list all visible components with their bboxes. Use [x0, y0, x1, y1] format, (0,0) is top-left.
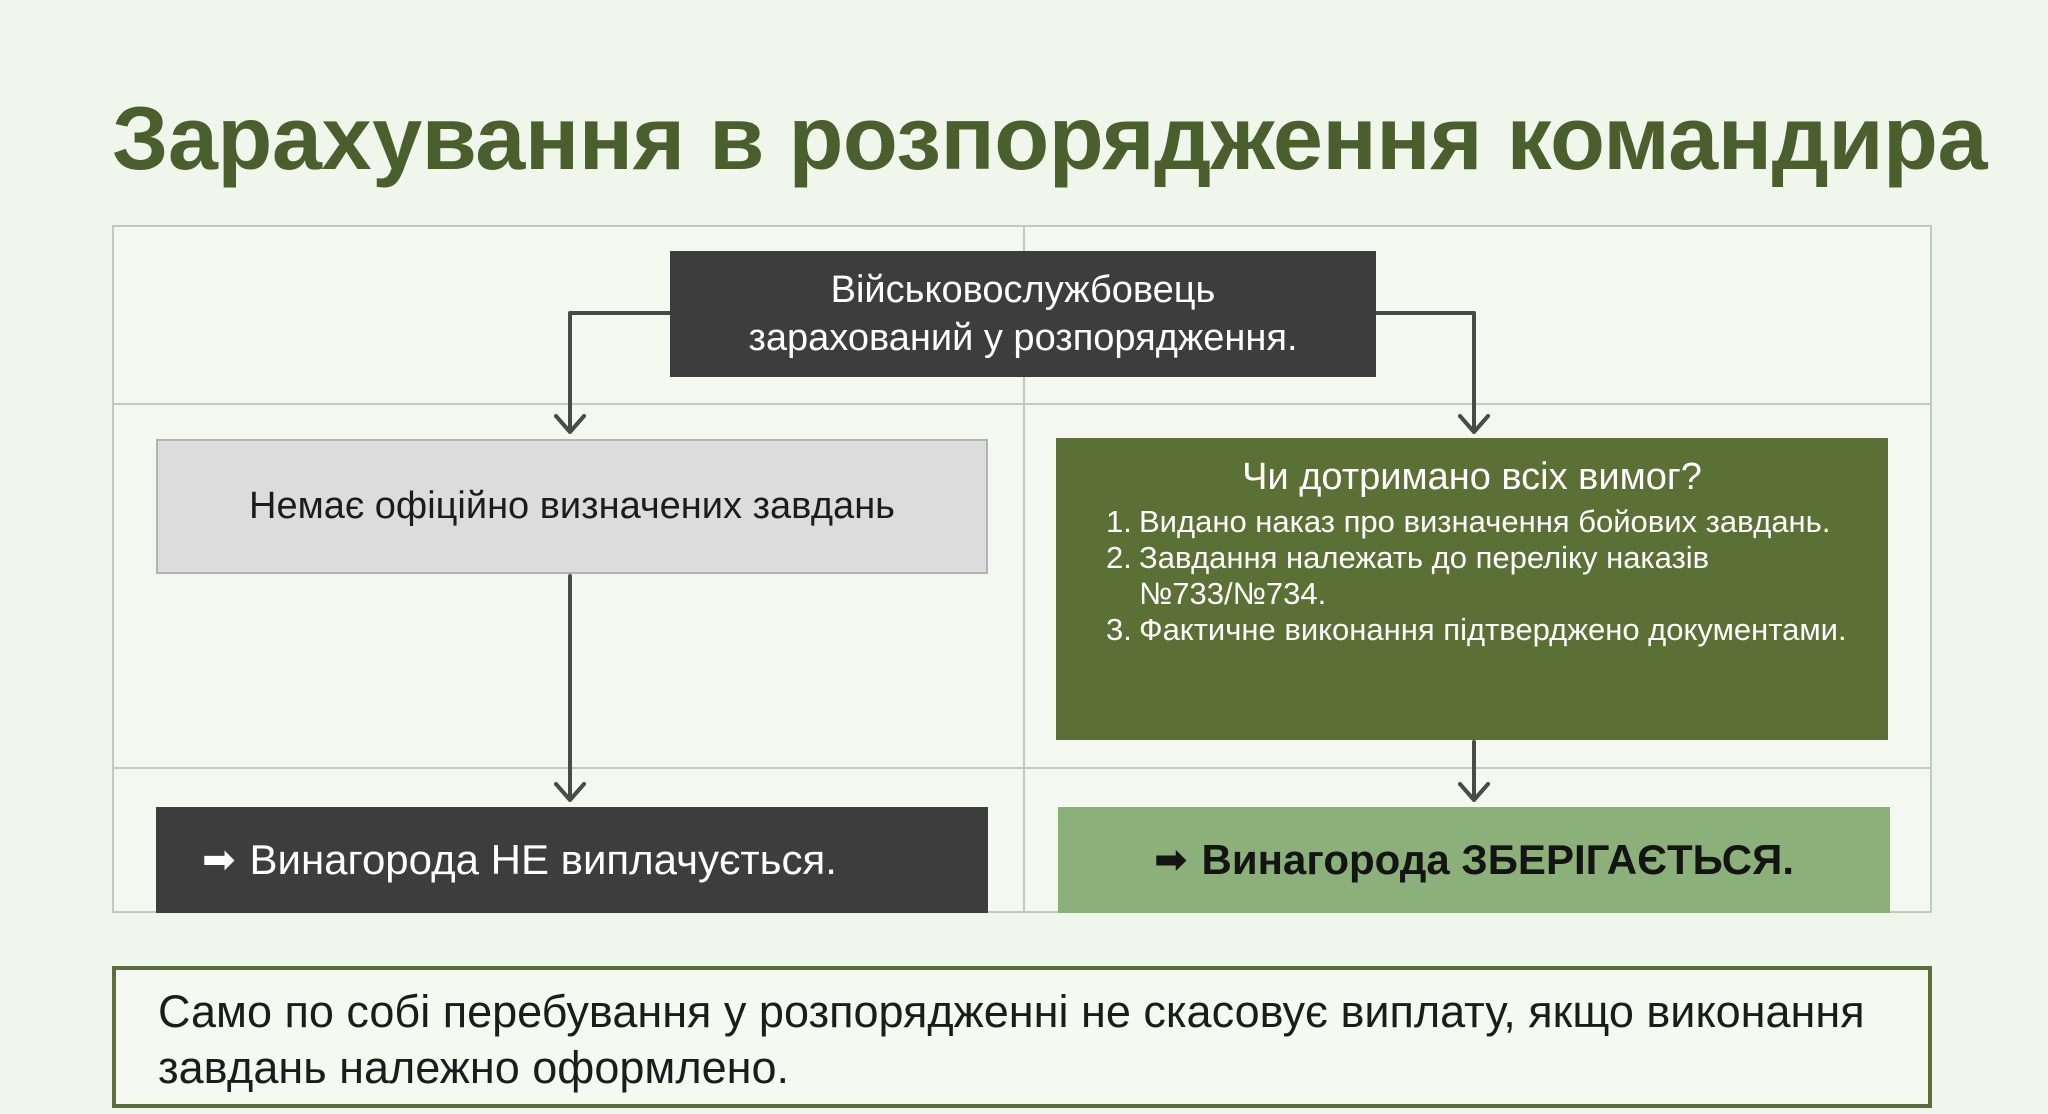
no-tasks-node: Немає офіційно визначених завдань: [156, 439, 988, 574]
summary-note: Само по собі перебування у розпорядженні…: [112, 966, 1932, 1108]
start-node-line-1: Військовослужбовець: [830, 269, 1216, 311]
requirements-list: 1. Видано наказ про визначення бойових з…: [1056, 504, 1888, 648]
page-title: Зарахування в розпорядження командира: [112, 89, 1988, 189]
requirement-number: 3.: [1106, 612, 1132, 647]
grid-divider-row-2: [114, 767, 1930, 769]
right-arrow-icon: ➡: [202, 838, 236, 882]
right-arrow-icon: ➡: [1154, 838, 1188, 882]
requirement-item: 2. Завдання належать до переліку наказів…: [1106, 540, 1888, 612]
result-not-paid-label: Винагорода НЕ виплачується.: [249, 836, 837, 883]
requirement-text: Фактичне виконання підтверджено документ…: [1139, 612, 1847, 647]
result-kept-node: ➡ Винагорода ЗБЕРІГАЄТЬСЯ.: [1058, 807, 1890, 913]
start-node-line-2: зарахований у розпорядження.: [748, 317, 1298, 359]
requirements-question: Чи дотримано всіх вимог?: [1242, 456, 1702, 498]
requirements-check-node: Чи дотримано всіх вимог? 1. Видано наказ…: [1056, 438, 1888, 740]
requirement-item: 1. Видано наказ про визначення бойових з…: [1106, 504, 1888, 540]
result-not-paid-node: ➡ Винагорода НЕ виплачується.: [156, 807, 988, 913]
start-node: Військовослужбовець зарахований у розпор…: [670, 251, 1376, 377]
result-kept-label: Винагорода ЗБЕРІГАЄТЬСЯ.: [1201, 836, 1794, 883]
requirement-text: Завдання належать до переліку наказів №7…: [1139, 540, 1710, 611]
requirement-number: 1.: [1106, 504, 1132, 539]
requirement-number: 2.: [1106, 540, 1132, 575]
grid-divider-vertical: [1023, 227, 1025, 911]
grid-divider-row-1: [114, 403, 1930, 405]
no-tasks-label: Немає офіційно визначених завдань: [249, 485, 895, 527]
requirement-item: 3. Фактичне виконання підтверджено докум…: [1106, 612, 1888, 648]
requirement-text: Видано наказ про визначення бойових завд…: [1139, 504, 1831, 539]
